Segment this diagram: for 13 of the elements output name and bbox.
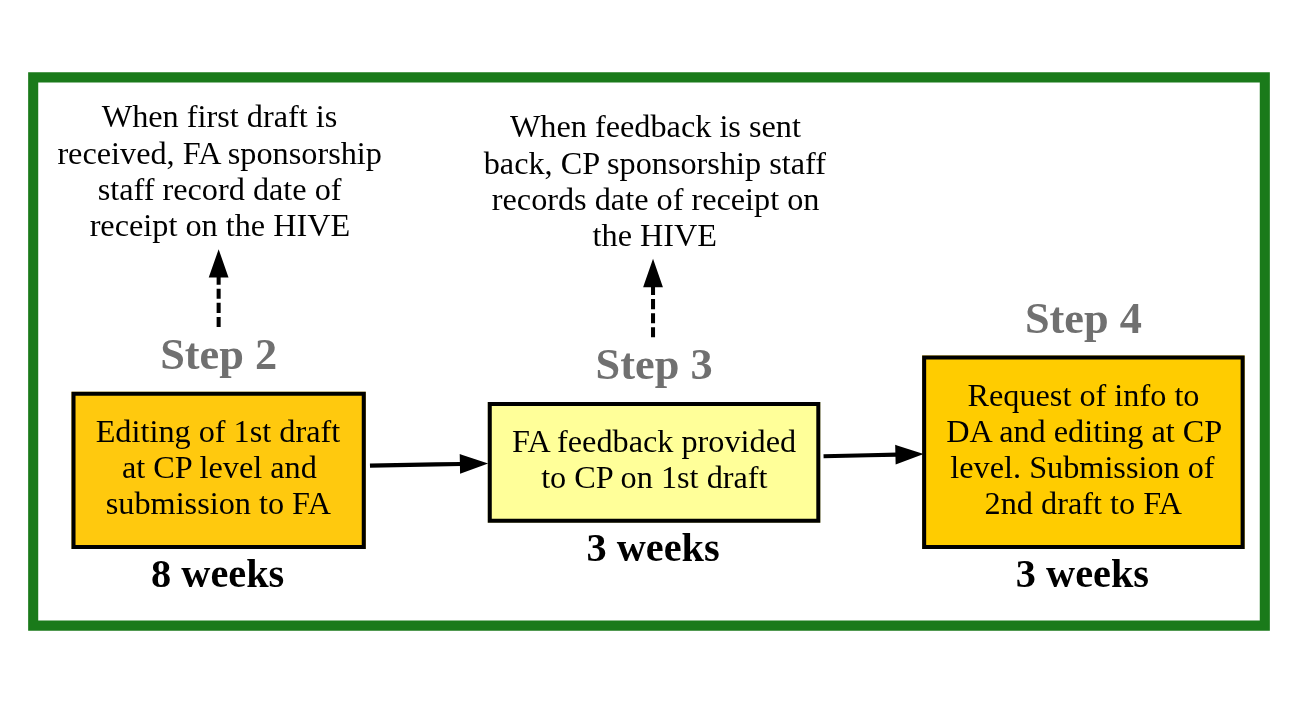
node-label: Step 4: [1024, 292, 1142, 343]
node-text: When first draft is received, FA sponsorship staff record date of receipt on the HIVE: [56, 97, 382, 243]
node-label: 8 weeks: [150, 550, 284, 596]
node-label: 3 weeks: [586, 524, 720, 570]
arrow: [642, 258, 663, 337]
arrow: [208, 248, 229, 327]
arrow: [369, 453, 488, 474]
node-label: Step 3: [595, 338, 713, 389]
node-label: 3 weeks: [1015, 550, 1149, 596]
node-text: When feedback is sent back, CP sponsorship staff records date of receipt on the HIVE: [483, 107, 826, 253]
node-label: Step 2: [159, 328, 277, 379]
arrow: [823, 444, 924, 465]
cluster: [27, 71, 1270, 631]
